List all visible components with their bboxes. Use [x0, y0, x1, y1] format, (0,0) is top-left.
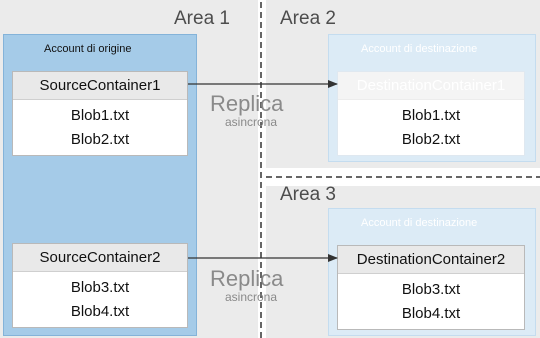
destination-account-2: Account di destinazione DestinationConta… — [328, 208, 536, 336]
replication-sublabel-2: asincrona — [225, 290, 278, 304]
source-account: Account di origine SourceContainer1 Blob… — [3, 34, 197, 336]
destination-container-2: DestinationContainer2 Blob3.txt Blob4.tx… — [337, 245, 525, 330]
blob-item: Blob2.txt — [401, 131, 461, 148]
destination-container-1-name: DestinationContainer1 — [338, 72, 524, 100]
blob-item: Blob1.txt — [70, 107, 130, 124]
source-container-1: SourceContainer1 Blob1.txt Blob2.txt — [12, 71, 188, 156]
area3-label: Area 3 — [280, 184, 336, 205]
replication-sublabel-1: asincrona — [225, 115, 278, 129]
destination-container-2-name: DestinationContainer2 — [338, 246, 524, 274]
replication-label-2: Replica — [210, 266, 284, 291]
destination-account-1-title: Account di destinazione — [361, 43, 478, 55]
destination-account-2-title: Account di destinazione — [361, 217, 478, 229]
destination-container-1: DestinationContainer1 Blob1.txt Blob2.tx… — [337, 71, 525, 156]
source-container-1-name: SourceContainer1 — [13, 72, 187, 100]
area1-label: Area 1 — [174, 8, 230, 29]
blob-item: Blob4.txt — [70, 303, 130, 320]
blob-item: Blob1.txt — [401, 107, 461, 124]
blob-item: Blob3.txt — [401, 281, 461, 298]
destination-account-1: Account di destinazione DestinationConta… — [328, 34, 536, 162]
source-container-2-name: SourceContainer2 — [13, 244, 187, 272]
blob-item: Blob3.txt — [70, 279, 130, 296]
blob-item: Blob4.txt — [401, 305, 461, 322]
area2-label: Area 2 — [280, 8, 336, 29]
source-container-2: SourceContainer2 Blob3.txt Blob4.txt — [12, 243, 188, 328]
blob-item: Blob2.txt — [70, 131, 130, 148]
replication-label-1: Replica — [210, 91, 284, 116]
source-account-title: Account di origine — [44, 43, 132, 55]
